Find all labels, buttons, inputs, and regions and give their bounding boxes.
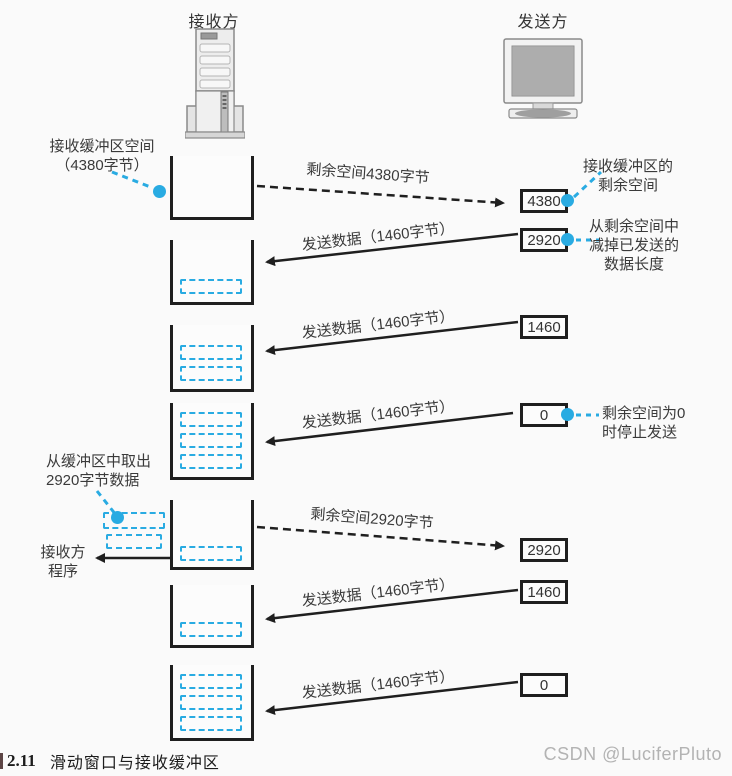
buffer-bucket-7-full bbox=[170, 665, 254, 741]
window-box-3: 1460 bbox=[520, 315, 568, 339]
data-block bbox=[180, 454, 242, 469]
buffer-bucket-3 bbox=[170, 325, 254, 392]
connector-buffer-space bbox=[111, 170, 154, 190]
note-extract: 从缓冲区中取出 2920字节数据 bbox=[46, 453, 152, 490]
callout-dot bbox=[111, 511, 124, 524]
receiver-header: 接收方 bbox=[188, 14, 240, 31]
note-zero-stop: 剩余空间为0 时停止发送 bbox=[602, 405, 686, 442]
note-subtract-sent: 从剩余空间中 减掉已发送的 数据长度 bbox=[588, 218, 679, 274]
buffer-bucket-4-full bbox=[170, 403, 254, 480]
send-arrow-3 bbox=[265, 320, 519, 356]
buffer-bucket-1-empty bbox=[170, 156, 254, 220]
cropped-figure-char-fragment bbox=[0, 753, 3, 769]
data-block bbox=[180, 622, 242, 637]
data-block bbox=[180, 366, 242, 381]
send-arrow-2 bbox=[265, 232, 519, 267]
data-block bbox=[180, 546, 242, 561]
callout-dot bbox=[561, 408, 574, 421]
send-arrow-7 bbox=[265, 680, 519, 716]
window-box-7: 0 bbox=[520, 673, 568, 697]
data-block bbox=[180, 695, 242, 710]
buffer-bucket-2 bbox=[170, 240, 254, 305]
monitor-icon bbox=[503, 38, 583, 119]
window-box-2: 2920 bbox=[520, 228, 568, 252]
callout-dot bbox=[561, 194, 574, 207]
data-block bbox=[180, 674, 242, 689]
data-block bbox=[180, 412, 242, 427]
figure-caption: 2.11 滑动窗口与接收缓冲区 bbox=[0, 748, 220, 774]
buffer-bucket-5 bbox=[170, 500, 254, 570]
send-arrow-4 bbox=[265, 411, 514, 447]
buffer-bucket-6 bbox=[170, 585, 254, 648]
extracted-data-block bbox=[103, 512, 165, 529]
data-block bbox=[180, 716, 242, 731]
callout-dot bbox=[153, 185, 166, 198]
window-value: 4380 bbox=[527, 192, 561, 210]
note-receiver-program: 接收方 程序 bbox=[40, 544, 86, 581]
window-value: 2920 bbox=[527, 231, 561, 249]
window-box-6: 1460 bbox=[520, 580, 568, 604]
window-box-5: 2920 bbox=[520, 538, 568, 562]
note-buffer-space: 接收缓冲区空间 （4380字节） bbox=[49, 138, 155, 175]
data-block bbox=[180, 433, 242, 448]
connector-extract bbox=[95, 490, 118, 516]
window-value: 0 bbox=[539, 406, 549, 424]
callout-dot bbox=[561, 233, 574, 246]
window-value: 0 bbox=[539, 676, 549, 694]
window-value: 1460 bbox=[527, 583, 561, 601]
window-value: 1460 bbox=[527, 318, 561, 336]
extracted-data-block bbox=[106, 534, 162, 549]
window-value: 2920 bbox=[527, 541, 561, 559]
csdn-watermark: CSDN @LuciferPluto bbox=[543, 744, 722, 764]
server-icon bbox=[185, 28, 245, 139]
data-block bbox=[180, 279, 242, 294]
figure-number: 2.11 bbox=[7, 751, 36, 770]
send-arrow-6 bbox=[265, 588, 519, 624]
note-remaining-space: 接收缓冲区的 剩余空间 bbox=[582, 158, 673, 195]
figure-title: 滑动窗口与接收缓冲区 bbox=[49, 755, 220, 772]
ack-arrow-1 bbox=[256, 184, 505, 208]
sender-header: 发送方 bbox=[517, 14, 569, 31]
data-block bbox=[180, 345, 242, 360]
ack-arrow-5 bbox=[256, 525, 505, 551]
